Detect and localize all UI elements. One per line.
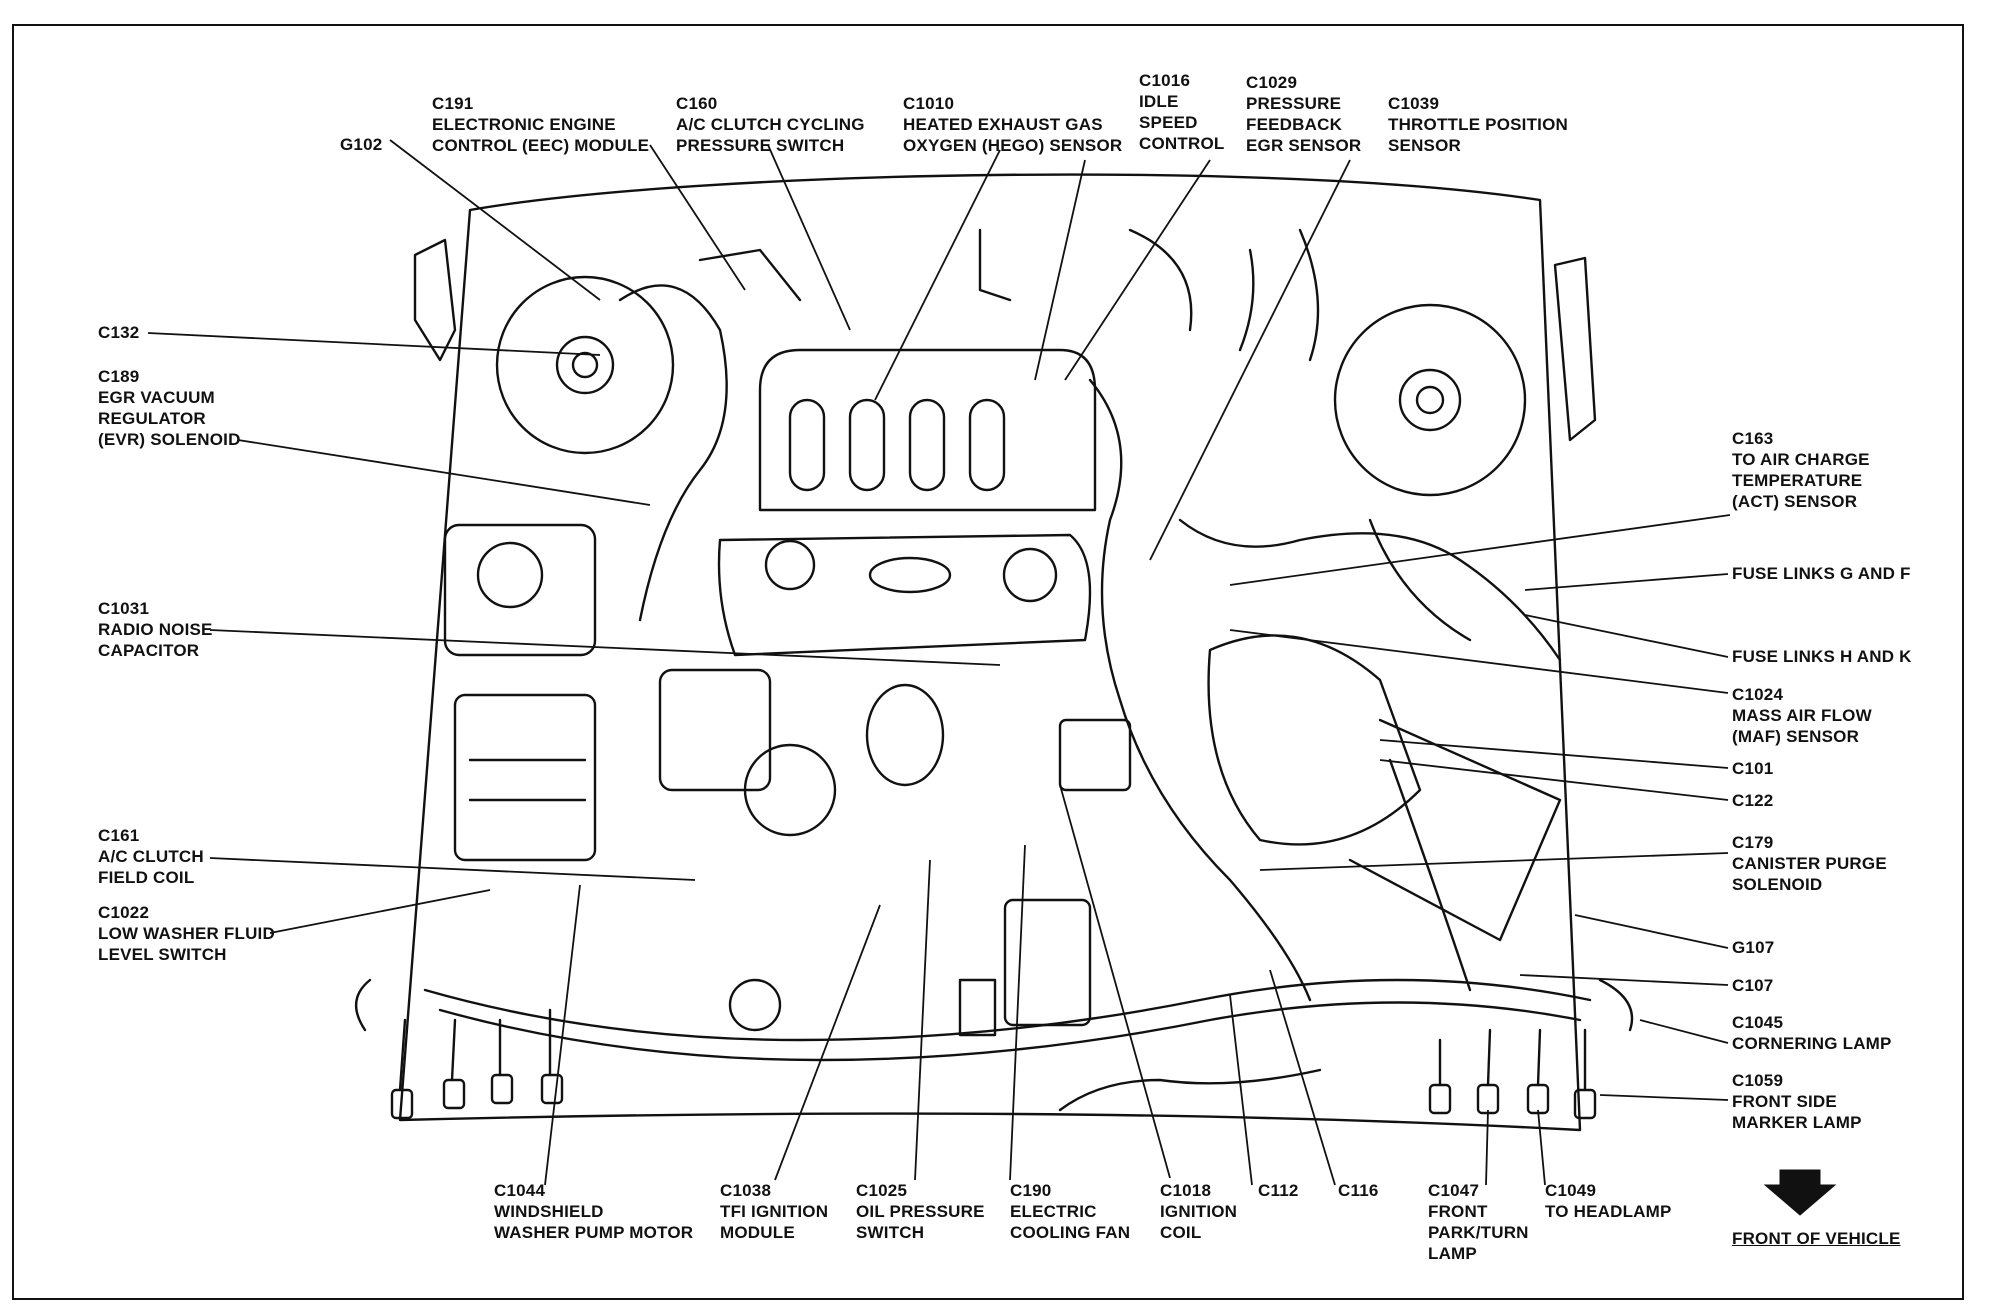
label-c112: C112 bbox=[1258, 1181, 1299, 1200]
front-arrow-icon bbox=[1763, 1169, 1837, 1216]
label-fuse-links-h-k: FUSE LINKS H AND K bbox=[1732, 647, 1912, 666]
left-fender bbox=[413, 238, 457, 362]
label-c107: C107 bbox=[1732, 976, 1774, 995]
body-outline bbox=[398, 173, 1582, 1132]
leader-lines bbox=[147, 139, 1731, 1186]
right-fender bbox=[1553, 256, 1597, 442]
label-c116: C116 bbox=[1338, 1181, 1379, 1200]
label-fuse-links-g-f: FUSE LINKS G AND F bbox=[1732, 564, 1911, 583]
label-c122: C122 bbox=[1732, 791, 1774, 810]
label-g102: G102 bbox=[340, 135, 383, 154]
label-front-of-vehicle: FRONT OF VEHICLE bbox=[1732, 1229, 1901, 1248]
left-strut-tower bbox=[495, 275, 675, 455]
right-strut-tower bbox=[1333, 303, 1527, 497]
diagram-frame bbox=[12, 24, 1964, 1300]
intake-manifold bbox=[758, 348, 1097, 512]
wiring-harness-main bbox=[423, 978, 1592, 1042]
label-g107: G107 bbox=[1732, 938, 1775, 957]
label-c101: C101 bbox=[1732, 759, 1774, 778]
battery bbox=[453, 693, 597, 862]
label-c132: C132 bbox=[98, 323, 140, 342]
coolant-reservoir bbox=[443, 523, 597, 657]
valve-cover bbox=[717, 533, 1092, 657]
